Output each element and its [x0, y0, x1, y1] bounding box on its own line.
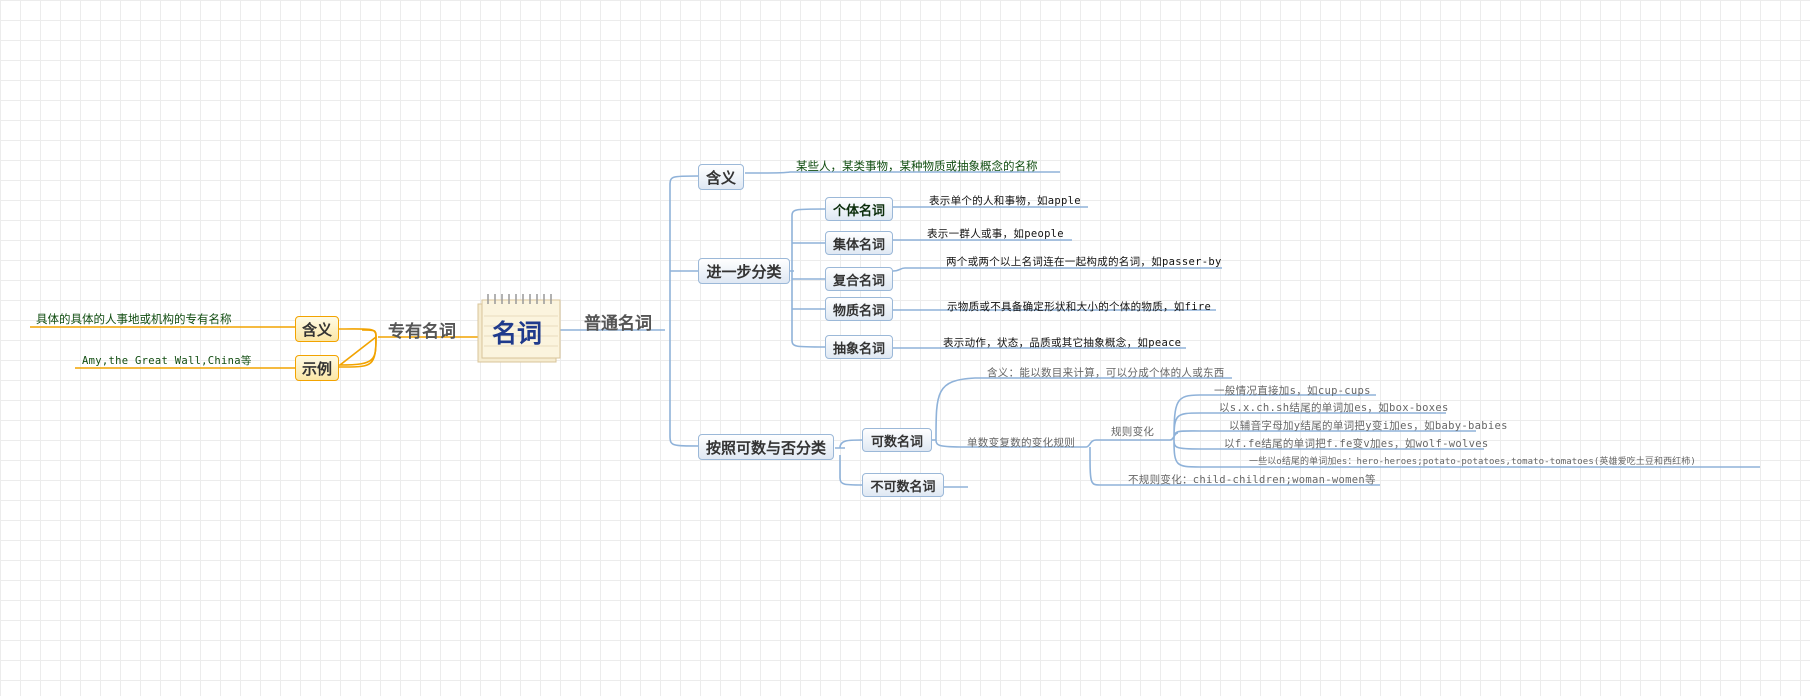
trunk-rule [1085, 439, 1380, 486]
node-common-meaning[interactable]: 含义 [698, 164, 744, 190]
connector-proper-children [337, 329, 377, 366]
node-further-compound[interactable]: 复合名词 [825, 267, 893, 291]
regular-item-5: 一些以o结尾的单词加es：hero-heroes;potato-potatoes… [1249, 457, 1696, 467]
common-meaning-text: 某些人，某类事物，某种物质或抽象概念的名称 [796, 159, 1038, 173]
irregular-text: 不规则变化：child-children;woman-women等 [1128, 474, 1376, 486]
node-proper-meaning[interactable]: 含义 [295, 316, 339, 342]
regular-item-2: 以s.x.ch.sh结尾的单词加es，如box-boxes [1219, 402, 1449, 414]
proper-example-text: Amy,the Great Wall,China等 [82, 355, 252, 367]
further-compound-text: 两个或两个以上名词连在一起构成的名词，如passer-by [946, 256, 1222, 268]
trunk-common [669, 175, 701, 447]
central-node[interactable]: 名词 [474, 292, 562, 364]
notepad-icon [477, 294, 561, 363]
connector-proper-meaning [338, 328, 377, 338]
countable-rule-label: 单数变复数的变化规则 [967, 437, 1075, 449]
node-further-compound-label: 复合名词 [832, 273, 885, 289]
node-further-classification-label: 进一步分类 [706, 262, 782, 281]
trunk-countable [932, 377, 1232, 448]
countable-meaning-text: 含义：能以数目来计算，可以分成个体的人或东西 [987, 367, 1225, 379]
central-title: 名词 [492, 319, 543, 348]
regular-item-3: 以辅音字母加y结尾的单词把y变i加es，如baby-babies [1229, 420, 1508, 432]
node-countable-label: 可数名词 [870, 434, 923, 450]
further-collective-text: 表示一群人或事，如people [927, 228, 1064, 240]
node-uncountable-label: 不可数名词 [870, 479, 936, 495]
underline-common-meaning [745, 171, 1060, 174]
connector-proper-example [338, 336, 377, 368]
node-proper-example[interactable]: 示例 [295, 355, 339, 381]
node-further-individual[interactable]: 个体名词 [825, 197, 893, 221]
node-further-individual-label: 个体名词 [832, 203, 885, 219]
node-further-classification[interactable]: 进一步分类 [698, 258, 790, 284]
node-countability-label: 按照可数与否分类 [705, 438, 826, 457]
node-further-material-label: 物质名词 [832, 303, 885, 319]
node-proper-meaning-label: 含义 [301, 320, 332, 339]
proper-meaning-text: 具体的具体的人事地或机构的专有名称 [36, 312, 232, 326]
node-countability[interactable]: 按照可数与否分类 [698, 434, 834, 460]
regular-change-label: 规则变化 [1111, 426, 1155, 438]
further-material-text: 示物质或不具备确定形状和大小的个体的物质，如fire [947, 301, 1212, 313]
trunk-further [790, 208, 826, 348]
trunk-regular [1169, 394, 1760, 468]
node-further-collective-label: 集体名词 [832, 237, 885, 253]
branch-common-noun[interactable]: 普通名词 [584, 314, 652, 334]
trunk-countability [835, 439, 863, 486]
regular-item-1: 一般情况直接加s，如cup-cups [1214, 385, 1371, 397]
node-countable[interactable]: 可数名词 [862, 428, 932, 452]
node-further-material[interactable]: 物质名词 [825, 297, 893, 321]
node-proper-example-label: 示例 [301, 359, 332, 378]
regular-item-4: 以f.fe结尾的单词把f.fe变v加es，如wolf-wolves [1224, 438, 1489, 450]
node-common-meaning-label: 含义 [705, 168, 736, 187]
node-further-abstract-label: 抽象名词 [832, 341, 885, 357]
node-uncountable[interactable]: 不可数名词 [862, 473, 944, 497]
node-further-collective[interactable]: 集体名词 [825, 231, 893, 255]
branch-proper-noun[interactable]: 专有名词 [388, 322, 456, 342]
underline-further-3 [892, 267, 1222, 272]
further-individual-text: 表示单个的人和事物，如apple [929, 195, 1081, 207]
further-abstract-text: 表示动作，状态，品质或其它抽象概念，如peace [943, 337, 1182, 349]
node-further-abstract[interactable]: 抽象名词 [825, 335, 893, 359]
